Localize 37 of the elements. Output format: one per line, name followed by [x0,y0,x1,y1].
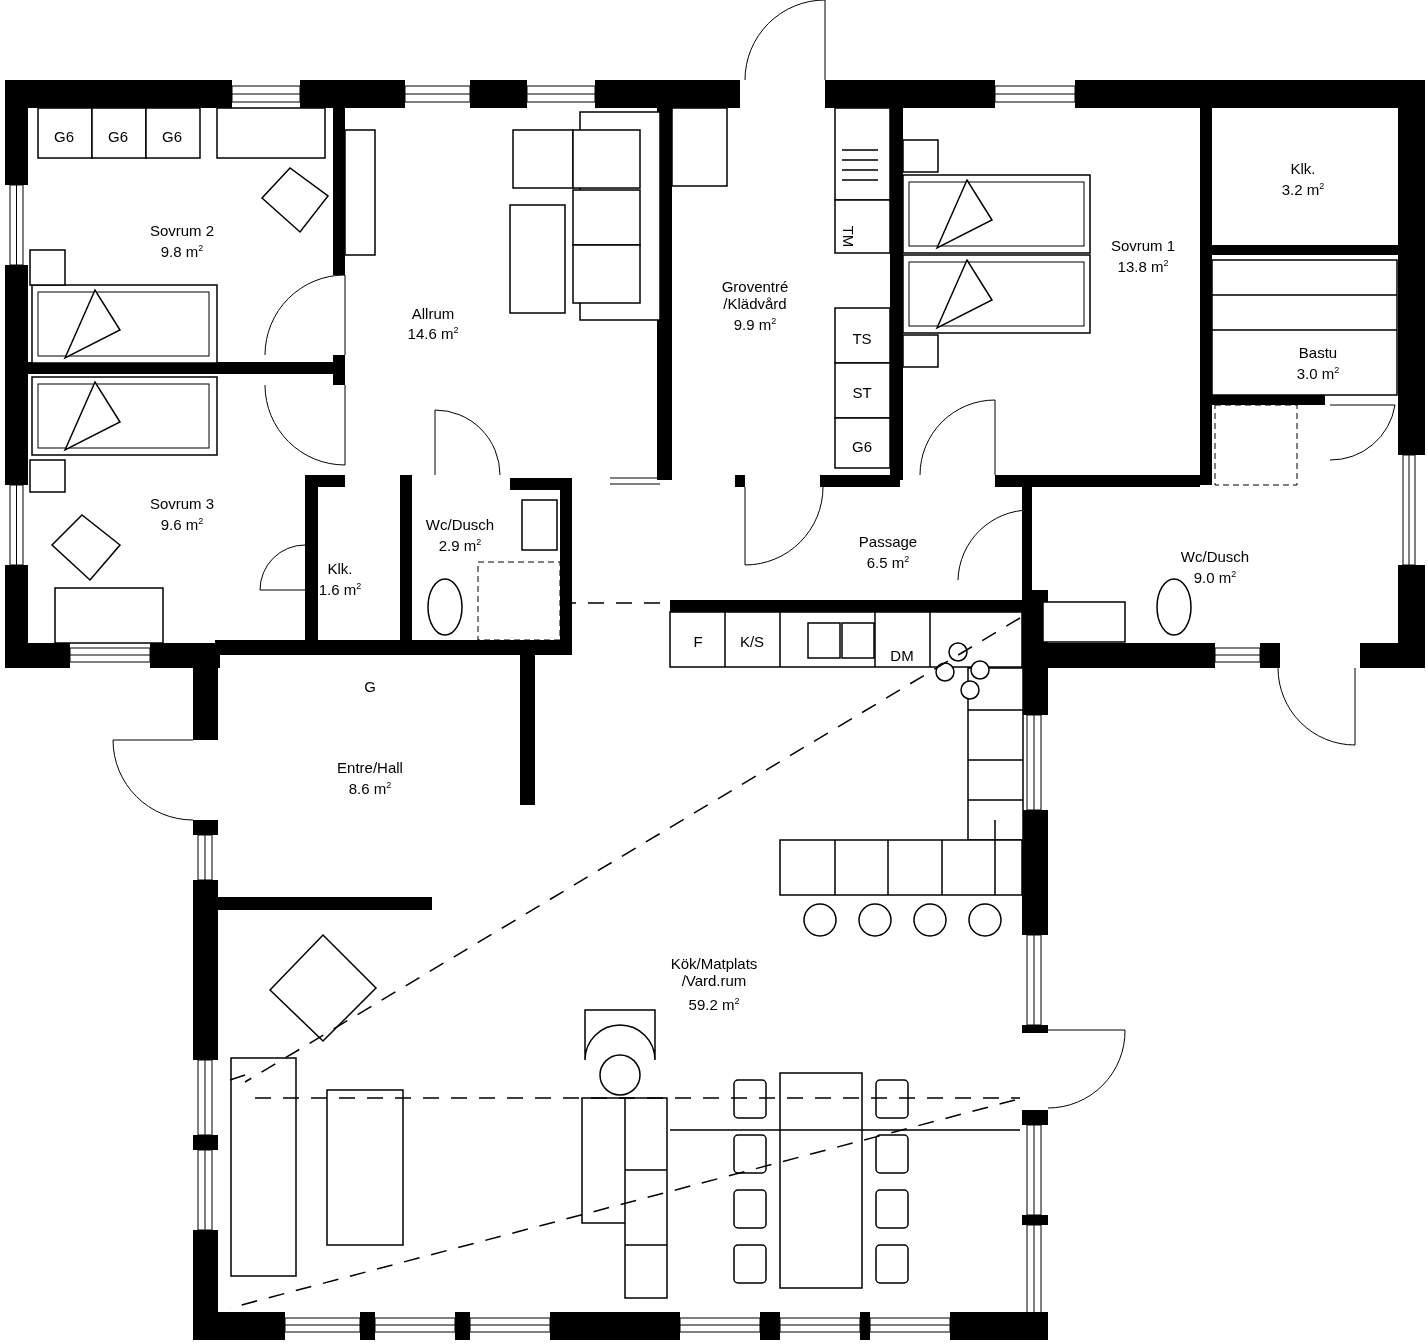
room-label: 6.5 m$^{2}$ [866,553,910,571]
room-label: DM [890,647,914,664]
room-label: 59.2 m$^{2}$ [688,995,740,1013]
room-label: Sovrum 1 [1110,237,1176,254]
room-label: G6 [54,128,74,145]
room-label: G6 [162,128,182,145]
room-label: Sovrum 2 [149,222,215,239]
room-label: G6 [852,438,872,455]
room-label: Wc/Dusch [1180,548,1250,565]
room-label: Klk. [1290,160,1316,177]
room-label: G6 [108,128,128,145]
room-label: 8.6 m$^{2}$ [348,779,392,797]
room-label: Groventré /Klädvård [720,278,790,312]
room-label: Passage [858,533,918,550]
room-label: G [364,678,376,695]
room-label: Klk. [327,560,353,577]
room-label: Sovrum 3 [149,495,215,512]
room-label: Entre/Hall [337,759,403,776]
room-label: 3.2 m$^{2}$ [1281,180,1325,198]
room-label: TS [852,330,872,347]
room-label: 9.8 m$^{2}$ [160,242,204,260]
room-label: 14.6 m$^{2}$ [407,324,459,342]
room-label: 1.6 m$^{2}$ [318,580,362,598]
room-label: ST [852,384,872,401]
room-label: Allrum [411,305,455,322]
room-label: F [693,633,703,650]
room-label: 3.0 m$^{2}$ [1296,364,1340,382]
room-label: 9.0 m$^{2}$ [1193,568,1237,586]
room-label: Wc/Dusch [425,516,495,533]
room-label: 9.9 m$^{2}$ [733,315,777,333]
room-label: TM [839,225,857,248]
room-label: Kök/Matplats /Vard.rum [669,955,759,989]
room-label: 2.9 m$^{2}$ [438,536,482,554]
room-label: 9.6 m$^{2}$ [160,515,204,533]
room-label: 13.8 m$^{2}$ [1117,257,1169,275]
room-label: K/S [739,633,765,650]
room-label: Bastu [1298,344,1338,361]
